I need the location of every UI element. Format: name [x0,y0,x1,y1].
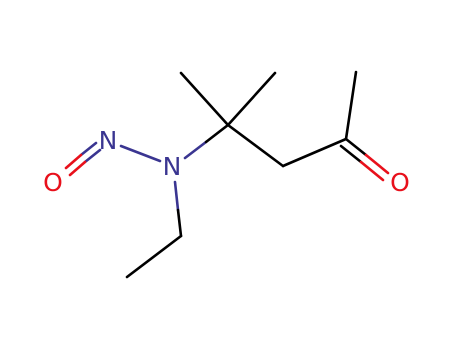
bond-n-n [119,144,162,163]
carbonyl-double-bond [339,137,390,182]
bond-ch2-carbonyl [281,137,348,168]
nitrogen-bonds [119,123,230,238]
bond-ethyl [125,234,183,279]
bond-c2-ch2 [226,123,285,168]
atom-labels: O N N O [43,126,410,197]
nitroso-double-bond [64,141,102,177]
nitrogen-nitroso-label: N [99,126,118,155]
bond-n-c2-n-half [183,140,208,160]
bond-n-ethyl-n-half [173,180,180,212]
carbon-bonds [125,70,358,279]
oxygen-nitroso-label: O [43,168,63,197]
bond-c2-methyl-a [179,71,230,127]
bond-carbonyl-methyl [344,70,358,141]
bond-c2-methyl-b [226,71,277,127]
oxygen-carbonyl-label: O [390,168,410,197]
nitrogen-amine-label: N [163,152,182,181]
